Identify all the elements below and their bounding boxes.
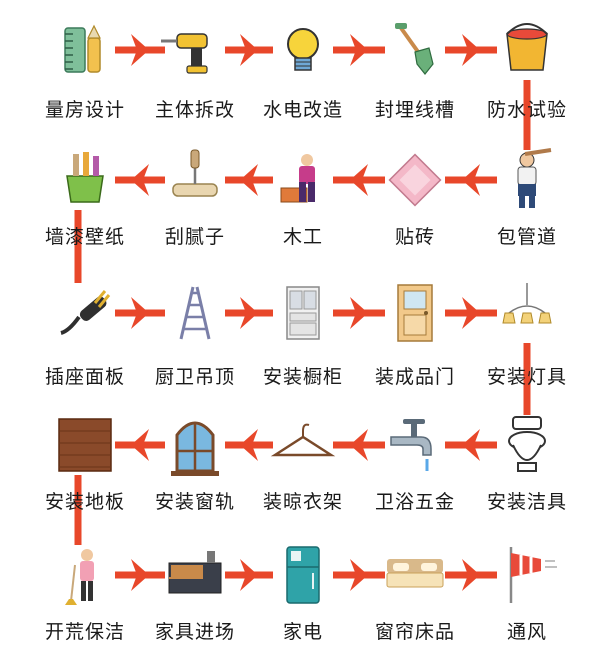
step-label: 厨卫吊顶 [154, 366, 235, 388]
flow-arrowhead [462, 297, 480, 329]
door-icon [385, 283, 445, 343]
step-label: 木工 [282, 226, 323, 248]
step-label: 刮腻子 [164, 226, 225, 248]
step-label: 安装地板 [44, 491, 125, 513]
power-plug-icon [55, 283, 115, 343]
step-label: 防水试验 [486, 99, 567, 121]
step-label: 水电改造 [262, 99, 343, 121]
step-label: 卫浴五金 [374, 491, 455, 513]
flow-arrowhead [462, 34, 480, 66]
paint-brushes-icon [55, 150, 115, 210]
flow-arrowhead [240, 164, 258, 196]
chandelier-icon [497, 283, 557, 343]
step-label: 安装橱柜 [262, 366, 343, 388]
window-icon [165, 415, 225, 476]
wood-floor-icon [55, 415, 115, 475]
flow-arrowhead [462, 429, 480, 461]
paint-bucket-icon [497, 20, 557, 80]
faucet-icon [385, 415, 445, 475]
flow-arrowhead [350, 559, 368, 591]
flow-arrowhead [131, 559, 149, 591]
step-label: 窗帘床品 [374, 621, 455, 643]
step-label: 家具进场 [154, 621, 235, 643]
refrigerator-icon [273, 545, 333, 605]
step-label: 安装洁具 [486, 491, 567, 513]
flow-arrowhead [350, 429, 368, 461]
flow-arrowhead [350, 164, 368, 196]
power-drill-icon [161, 20, 225, 80]
icon-backdrop [497, 545, 557, 605]
step-ladder-icon [165, 283, 225, 343]
flow-arrowhead [462, 559, 480, 591]
cleaner-icon [55, 545, 115, 605]
flow-arrowhead [350, 34, 368, 66]
plumber-worker-icon [497, 148, 557, 210]
windsock-icon [497, 545, 557, 605]
step-label: 量房设计 [44, 99, 125, 121]
step-label: 主体拆改 [154, 99, 235, 121]
paint-roller-icon [165, 149, 225, 210]
carpenter-icon [273, 150, 333, 210]
step-label: 贴砖 [394, 226, 435, 248]
flow-arrowhead [131, 429, 149, 461]
icon-backdrop [273, 415, 333, 475]
step-label: 插座面板 [44, 366, 125, 388]
step-label: 安装灯具 [486, 366, 567, 388]
furniture-icon [165, 545, 225, 605]
clothes-hanger-icon [270, 415, 336, 475]
flow-arrowhead [240, 429, 258, 461]
measuring-tools-icon [55, 20, 115, 80]
step-label: 装晾衣架 [262, 491, 343, 513]
flow-arrowhead [350, 297, 368, 329]
flow-arrowhead [462, 164, 480, 196]
step-label: 家电 [282, 621, 323, 643]
step-label: 开荒保洁 [44, 621, 125, 643]
cabinet-icon [273, 283, 333, 343]
tile-icon [385, 150, 445, 210]
flow-arrowhead [131, 34, 149, 66]
flow-arrowhead [131, 164, 149, 196]
flow-arrowhead [131, 297, 149, 329]
flow-arrowhead [240, 559, 258, 591]
flow-arrowhead [240, 297, 258, 329]
shovel-icon [385, 20, 445, 80]
bed-icon [385, 545, 445, 605]
step-label: 墙漆壁纸 [44, 226, 125, 248]
flow-arrowhead [240, 34, 258, 66]
light-bulb-icon [273, 20, 333, 80]
step-label: 安装窗轨 [154, 491, 235, 513]
step-label: 通风 [506, 621, 547, 643]
step-label: 包管道 [496, 226, 557, 248]
step-label: 封埋线槽 [374, 99, 455, 121]
toilet-icon [497, 415, 557, 475]
step-label: 装成品门 [374, 366, 455, 388]
